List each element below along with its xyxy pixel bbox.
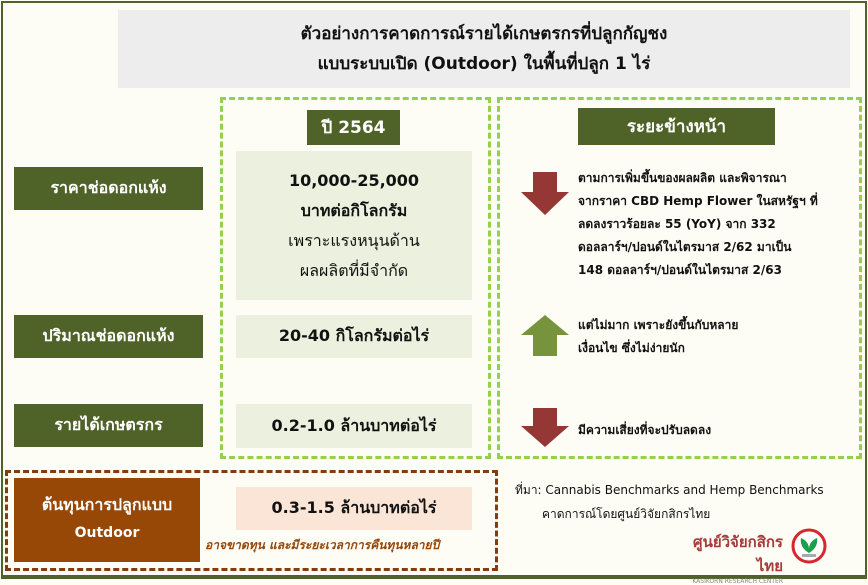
note-line: มีความเสี่ยงที่จะปรับลดลง [578,423,712,437]
note-line: ตามการเพิ่มขึ้นของผลผลิต และพิจารณา [578,171,787,185]
quantity-value: 20-40 กิโลกรัมต่อไร่ [236,315,472,358]
source: ที่มา: Cannabis Benchmarks and Hemp Benc… [515,478,824,526]
logo-name: ศูนย์วิจัยกสิกรไทย [693,533,783,575]
row-label-price: ราคาช่อดอกแห้ง [14,167,203,210]
row-label-income: รายได้เกษตรกร [14,404,203,447]
note-line: เงื่อนไข ซึ่งไม่ง่ายนัก [578,341,685,355]
arrow-down-icon [521,408,569,447]
quantity-outlook: แต่ไม่มาก เพราะยังขึ้นกับหลาย เงื่อนไข ซ… [578,314,738,360]
logo-sub: KASIKORN RESEARCH CENTER [692,578,783,585]
header-current-year: ปี 2564 [307,110,400,145]
source-line-2: คาดการณ์โดยศูนย์วิจัยกสิกรไทย [542,507,711,521]
note-line: ดอลลาร์ฯ/ปอนด์ในไตรมาส 2/62 มาเป็น [578,240,792,254]
header-future: ระยะข้างหน้า [578,108,775,145]
title-line-1: ตัวอย่างการคาดการณ์รายได้เกษตรกรที่ปลูกก… [300,24,668,44]
arrow-up-icon [521,315,569,356]
cost-label: ต้นทุนการปลูกแบบ Outdoor [14,478,200,562]
income-value: 0.2-1.0 ล้านบาทต่อไร่ [236,404,472,448]
price-value: 10,000-25,000 บาทต่อกิโลกรัม เพราะแรงหนุ… [236,151,472,300]
row-label-quantity: ปริมาณช่อดอกแห้ง [14,315,203,358]
note-line: จากราคา CBD Hemp Flower ในสหรัฐฯ ที่ [578,194,818,208]
price-range: 10,000-25,000 [288,170,420,190]
logo-text: ศูนย์วิจัยกสิกรไทย KASIKORN RESEARCH CEN… [668,530,783,585]
cost-value: 0.3-1.5 ล้านบาทต่อไร่ [236,487,472,530]
arrow-down-icon [521,172,569,215]
source-line-1: ที่มา: Cannabis Benchmarks and Hemp Benc… [515,483,824,497]
note-line: แต่ไม่มาก เพราะยังขึ้นกับหลาย [578,318,739,332]
price-reason-2: ผลผลิตที่มีจำกัด [299,260,409,280]
kasikorn-logo-icon [791,528,827,564]
cost-label-line-2: Outdoor [74,525,140,541]
cost-panel [5,470,498,571]
title-line-2: แบบระบบเปิด (Outdoor) ในพื้นที่ปลูก 1 ไร… [317,54,651,74]
future-panel [497,97,862,459]
cost-note: อาจขาดทุน และมีระยะเวลาการคืนทุนหลายปี [205,538,440,552]
current-year-panel [220,97,491,459]
note-line: ลดลงราวร้อยละ 55 (YoY) จาก 332 [578,217,776,231]
price-reason-1: เพราะแรงหนุนด้าน [288,230,420,250]
page-title: ตัวอย่างการคาดการณ์รายได้เกษตรกรที่ปลูกก… [118,10,850,88]
price-outlook: ตามการเพิ่มขึ้นของผลผลิต และพิจารณา จากร… [578,167,818,282]
price-unit: บาทต่อกิโลกรัม [300,200,408,220]
cost-label-line-1: ต้นทุนการปลูกแบบ [41,495,173,514]
income-outlook: มีความเสี่ยงที่จะปรับลดลง [578,419,711,442]
note-line: 148 ดอลลาร์ฯ/ปอนด์ในไตรมาส 2/63 [578,263,782,277]
